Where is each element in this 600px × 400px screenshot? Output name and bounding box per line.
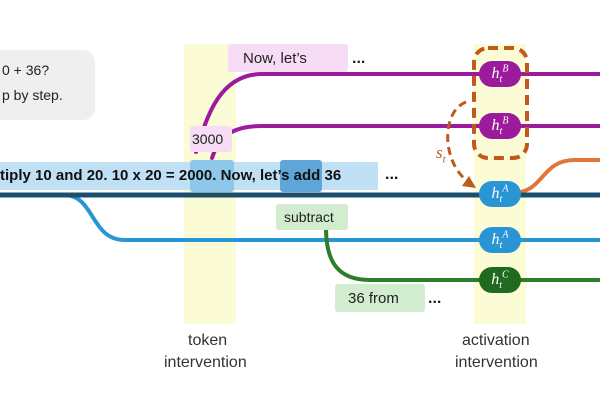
steering-vector-label: st xyxy=(436,143,446,166)
now-lets-token-box xyxy=(228,44,348,72)
sentence-2000: 2000 xyxy=(178,167,213,184)
purple-lower-branch-line xyxy=(210,124,600,160)
hidden-state-node-a-blue: htA xyxy=(479,227,521,253)
prompt-line-2: p by step. xyxy=(2,87,63,103)
sentence-mid: . Now, xyxy=(212,167,261,184)
steering-arrow xyxy=(446,100,471,185)
green-branch-line xyxy=(324,226,600,282)
hidden-state-node-a-main: htA xyxy=(479,181,521,207)
hidden-state-node-b-lower: htB xyxy=(479,113,521,139)
now-lets-text: Now, let’s xyxy=(243,50,307,67)
activation-caption-line-1: activation xyxy=(462,332,530,349)
sentence-pre: tiply 10 and 20. 10 x 20 = xyxy=(0,167,179,184)
highlight-lets-box xyxy=(280,160,322,192)
prompt-bubble xyxy=(0,50,95,120)
purple-upper-branch-line xyxy=(194,72,600,154)
main-sentence: tiply 10 and 20. 10 x 20 = 2000. Now, le… xyxy=(0,167,341,184)
sentence-ellipsis: ... xyxy=(385,166,399,183)
hidden-state-node-c: htC xyxy=(479,267,521,293)
36-from-ellipsis: ... xyxy=(428,290,442,307)
highlight-2000-box xyxy=(190,160,234,192)
prompt-line-1: 0 + 36? xyxy=(2,62,50,78)
sentence-lets: let’s xyxy=(260,167,290,184)
token-caption-line-2: intervention xyxy=(164,354,247,371)
token-caption-line-1: token xyxy=(188,332,228,349)
alt-3000-text: 3000 xyxy=(192,131,224,147)
alt-3000-token-box xyxy=(190,126,232,152)
36-from-text: 36 from xyxy=(348,290,399,307)
36-from-token-box xyxy=(335,284,425,312)
subtract-token-box xyxy=(276,204,348,230)
hidden-state-node-b-upper: htB xyxy=(479,61,521,87)
activation-caption-line-2: intervention xyxy=(455,354,538,371)
sentence-post: add 36 xyxy=(289,167,342,184)
now-lets-ellipsis: ... xyxy=(352,50,366,67)
subtract-text: subtract xyxy=(284,209,334,225)
steering-arrowhead xyxy=(462,176,476,188)
orange-exit-line xyxy=(510,158,600,195)
steering-source-dashed-box xyxy=(472,46,529,160)
